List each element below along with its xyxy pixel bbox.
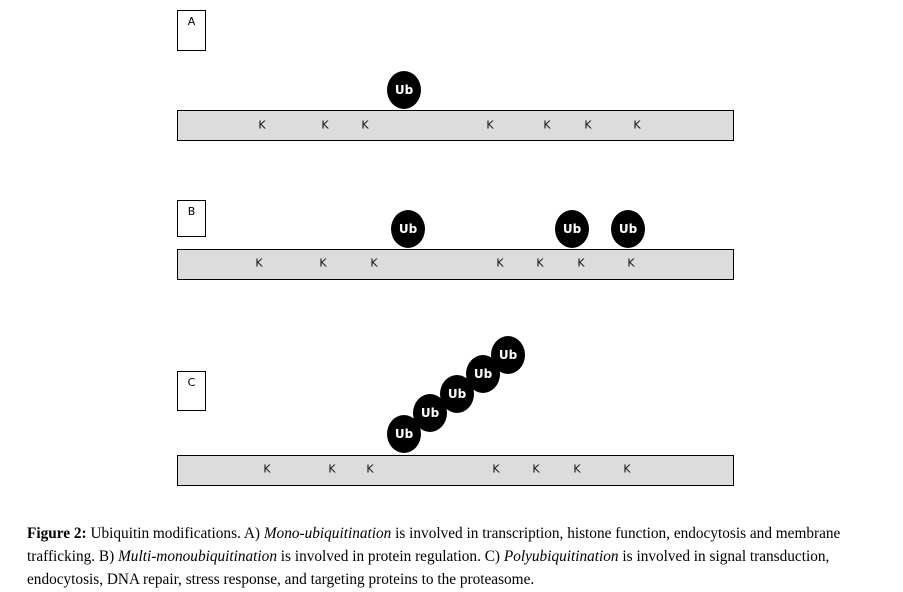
ubiquitin-circle: Ub bbox=[611, 210, 645, 248]
panel-label: B bbox=[177, 200, 206, 237]
lysine-label: K bbox=[370, 256, 378, 270]
lysine-label: K bbox=[496, 256, 504, 270]
lysine-label: K bbox=[627, 256, 635, 270]
lysine-label: K bbox=[492, 462, 500, 476]
panel-label: C bbox=[177, 371, 206, 411]
lysine-label: K bbox=[263, 462, 271, 476]
lysine-label: K bbox=[328, 462, 336, 476]
caption-text: is involved in transcription, histone fu… bbox=[27, 525, 841, 565]
lysine-label: K bbox=[366, 462, 374, 476]
caption-term: Polyubiquitination bbox=[503, 548, 619, 565]
caption-text: is involved in protein regulation. C) bbox=[276, 548, 504, 565]
ubiquitin-circle: Ub bbox=[555, 210, 589, 248]
lysine-label: K bbox=[633, 118, 641, 132]
caption-text: Ubiquitin modifications. A) bbox=[86, 525, 264, 542]
ubiquitin-circle: Ub bbox=[491, 336, 525, 374]
ubiquitin-circle: Ub bbox=[387, 71, 421, 109]
lysine-label: K bbox=[532, 462, 540, 476]
ubiquitin-circle: Ub bbox=[391, 210, 425, 248]
lysine-label: K bbox=[543, 118, 551, 132]
lysine-label: K bbox=[255, 256, 263, 270]
figure-caption: Figure 2: Ubiquitin modifications. A) Mo… bbox=[27, 522, 897, 591]
lysine-label: K bbox=[536, 256, 544, 270]
caption-text: is involved in signal transduction, endo… bbox=[27, 548, 830, 588]
lysine-label: K bbox=[258, 118, 266, 132]
protein-bar bbox=[177, 455, 734, 486]
lysine-label: K bbox=[319, 256, 327, 270]
lysine-label: K bbox=[573, 462, 581, 476]
protein-bar bbox=[177, 110, 734, 141]
lysine-label: K bbox=[584, 118, 592, 132]
lysine-label: K bbox=[577, 256, 585, 270]
lysine-label: K bbox=[486, 118, 494, 132]
caption-term: Multi-monoubiquitination bbox=[118, 548, 277, 565]
caption-term: Mono-ubiquitination bbox=[263, 525, 392, 542]
lysine-label: K bbox=[321, 118, 329, 132]
lysine-label: K bbox=[623, 462, 631, 476]
lysine-label: K bbox=[361, 118, 369, 132]
protein-bar bbox=[177, 249, 734, 280]
panel-label: A bbox=[177, 10, 206, 51]
figure-number: Figure 2: bbox=[27, 525, 87, 542]
